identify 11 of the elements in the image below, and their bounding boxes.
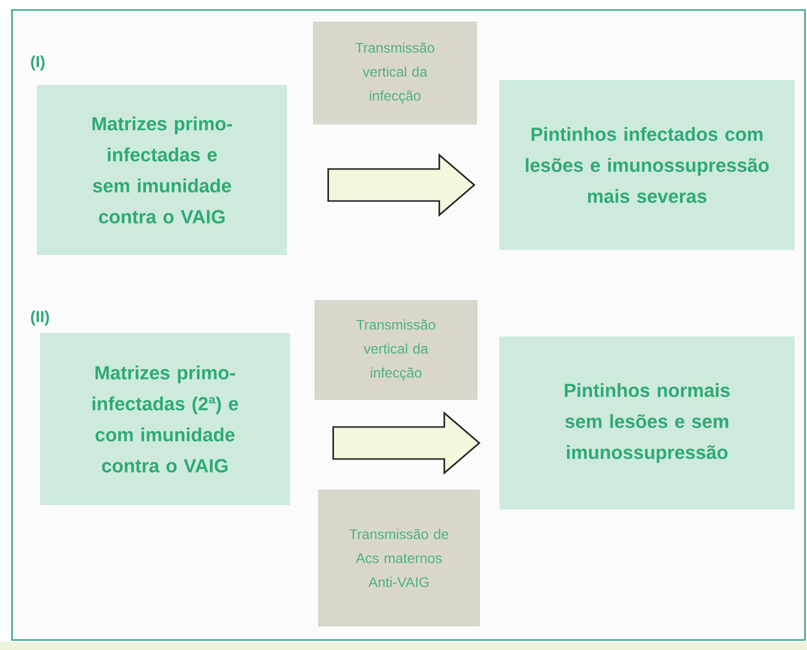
note-box: Transmissão vertical da infecção bbox=[313, 22, 477, 124]
section-label: (II) bbox=[31, 310, 49, 326]
block-arrow bbox=[332, 411, 481, 475]
note-box: Transmissão de Acs maternos Anti-VAIG bbox=[318, 490, 480, 626]
process-box: Matrizes primo-infectadas (2ª) e com imunidade contra o VAIG bbox=[40, 333, 290, 505]
process-box: Matrizes primo-infectadas e sem imunidade contra o VAIG bbox=[37, 85, 287, 255]
process-box: Pintinhos normais sem lesões e sem imunossupressão bbox=[500, 336, 794, 510]
note-box: Transmissão vertical da infecção bbox=[314, 300, 478, 400]
block-arrow bbox=[327, 153, 476, 217]
process-box: Pintinhos infectados com lesões e imunossupressão mais severas bbox=[500, 80, 794, 250]
section-label: (I) bbox=[31, 56, 45, 70]
